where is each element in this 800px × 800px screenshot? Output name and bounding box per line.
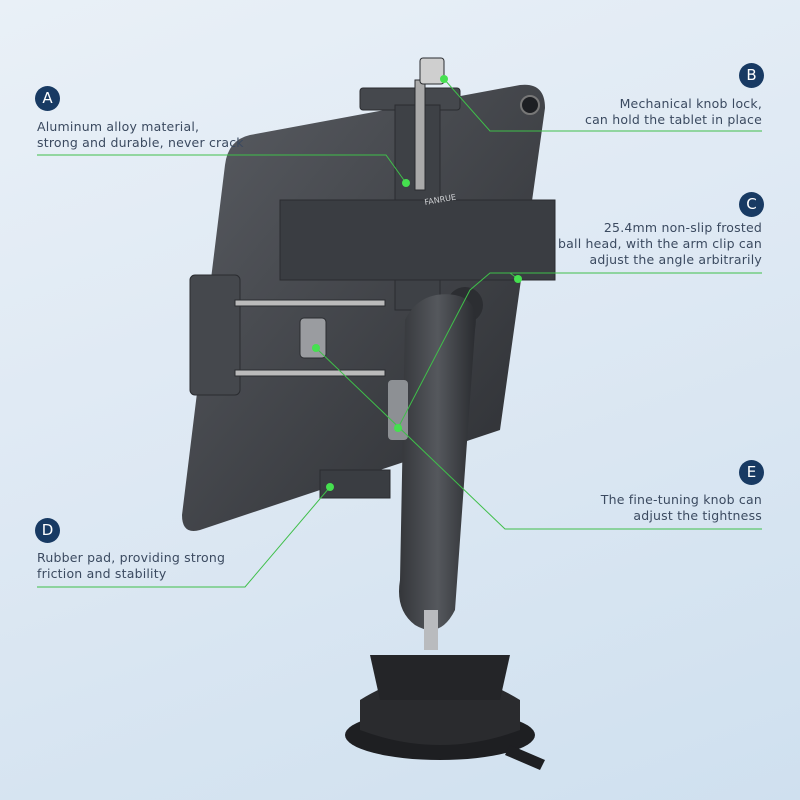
- badge-c: C: [739, 192, 764, 217]
- callout-a-line: strong and durable, never crack: [37, 135, 244, 150]
- callout-leader-lines: [37, 78, 762, 588]
- callout-e-line: adjust the tightness: [633, 508, 762, 523]
- callout-e-text: The fine-tuning knob can adjust the tigh…: [601, 492, 762, 524]
- callout-a-text: Aluminum alloy material, strong and dura…: [37, 119, 244, 151]
- callout-b-text: Mechanical knob lock, can hold the table…: [585, 96, 762, 128]
- badge-e: E: [739, 460, 764, 485]
- clamp: [189, 57, 556, 499]
- callout-c-line: adjust the angle arbitrarily: [589, 252, 762, 267]
- callout-c-text: 25.4mm non-slip frosted ball head, with …: [558, 220, 762, 268]
- suction-cup-base: [345, 655, 545, 770]
- mount-arm: [388, 287, 483, 650]
- callout-b-line: Mechanical knob lock,: [619, 96, 762, 111]
- badge-a: A: [35, 86, 60, 111]
- callout-d-text: Rubber pad, providing strong friction an…: [37, 550, 225, 582]
- badge-b: B: [739, 63, 764, 88]
- callout-a-line: Aluminum alloy material,: [37, 119, 200, 134]
- badge-d: D: [35, 518, 60, 543]
- callout-b-line: can hold the tablet in place: [585, 112, 762, 127]
- callout-d-line: friction and stability: [37, 566, 167, 581]
- callout-c-line: 25.4mm non-slip frosted: [603, 220, 762, 235]
- callout-e-line: The fine-tuning knob can: [600, 492, 762, 507]
- callout-c-line: ball head, with the arm clip can: [558, 236, 762, 251]
- callout-dots: [312, 75, 522, 491]
- callout-d-line: Rubber pad, providing strong: [37, 550, 226, 565]
